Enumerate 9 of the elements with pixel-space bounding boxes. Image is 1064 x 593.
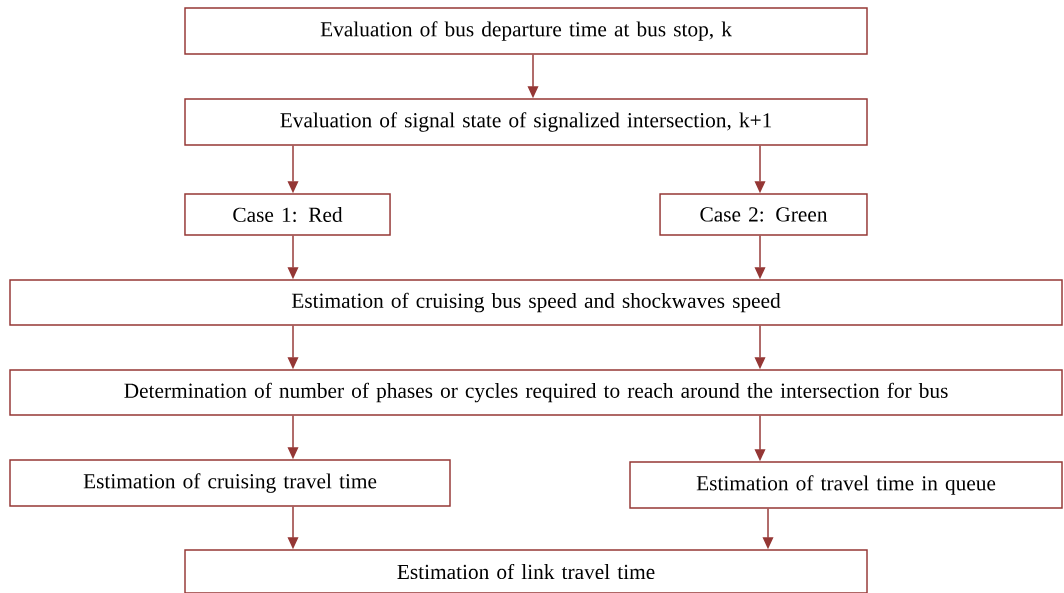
process-box: Evaluation of bus departure time at bus stop, k: [184, 7, 868, 55]
process-box: Estimation of link travel time: [184, 549, 868, 593]
process-box: Determination of number of phases or cycles required to reach around the intersection for bus: [9, 369, 1063, 416]
process-box: Estimation of cruising travel time: [9, 459, 451, 507]
process-box: Estimation of travel time in queue: [629, 461, 1063, 509]
process-box: Estimation of cruising bus speed and shockwaves speed: [9, 279, 1063, 326]
process-box: Evaluation of signal state of signalized intersection, k+1: [184, 98, 868, 146]
process-box: Case 2: Green: [659, 193, 868, 236]
process-box: Case 1: Red: [184, 193, 391, 236]
